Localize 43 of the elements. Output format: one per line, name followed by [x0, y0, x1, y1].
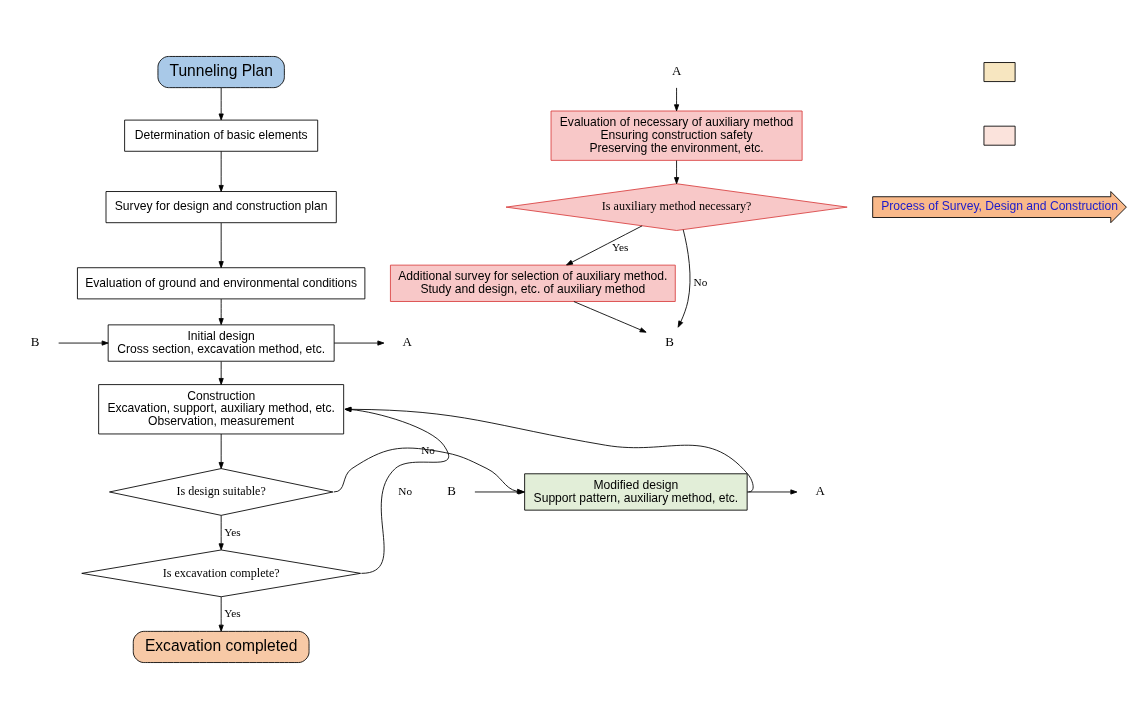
node-box	[983, 125, 1016, 146]
arrow	[218, 150, 224, 192]
node-box: Initial design Cross section, excavation method, etc.	[107, 324, 335, 362]
arrow	[218, 222, 224, 269]
node-diamond: Is excavation complete?	[81, 549, 361, 598]
arrow	[218, 596, 224, 632]
node-text: B	[447, 483, 456, 498]
arrow	[566, 225, 643, 266]
node-box: Excavation completed	[132, 630, 310, 663]
node-box	[983, 62, 1016, 82]
arrow	[573, 301, 647, 333]
edge-label: No	[693, 276, 708, 289]
arrow	[218, 298, 224, 326]
edge-label: Yes	[224, 525, 241, 538]
node-box: Evaluation of necessary of auxiliary method Ensuring construction safety Preserving the environment, etc.	[550, 110, 803, 161]
arrow	[218, 433, 224, 469]
edge-label: Yes	[612, 240, 629, 253]
arrow	[218, 515, 224, 551]
node-diamond: Is design suitable?	[109, 468, 334, 516]
edge-label: No	[398, 484, 413, 497]
node-diamond: Is auxiliary method necessary?	[505, 183, 848, 231]
node-box: Additional survey for selection of auxiliary method. Study and design, etc. of auxiliary method	[390, 264, 676, 302]
label: Process of Survey, Design and Construction	[881, 199, 1118, 214]
arrow	[218, 87, 224, 121]
node-box: Evaluation of ground and environmental conditions	[77, 267, 366, 300]
node-box: Determination of basic elements	[124, 119, 319, 152]
arrow	[674, 160, 680, 185]
arrow	[333, 340, 385, 346]
arrow	[674, 87, 680, 112]
node-text: A	[815, 483, 825, 498]
node-box: Survey for design and construction plan	[105, 191, 337, 224]
arrow	[218, 361, 224, 385]
node-text: B	[665, 334, 674, 350]
arrow	[677, 229, 691, 328]
arrow	[746, 489, 798, 495]
node-box: Tunneling Plan	[157, 56, 285, 89]
node-text: A	[671, 63, 682, 79]
node-box: Construction Excavation, support, auxiliary method, etc. Observation, measurement	[98, 384, 345, 435]
node-box: Modified design Support pattern, auxiliary method, etc.	[524, 473, 748, 511]
node-text: B	[30, 334, 40, 350]
edge-label: Yes	[224, 606, 241, 619]
arrow	[58, 340, 109, 346]
node-text: A	[402, 334, 412, 350]
